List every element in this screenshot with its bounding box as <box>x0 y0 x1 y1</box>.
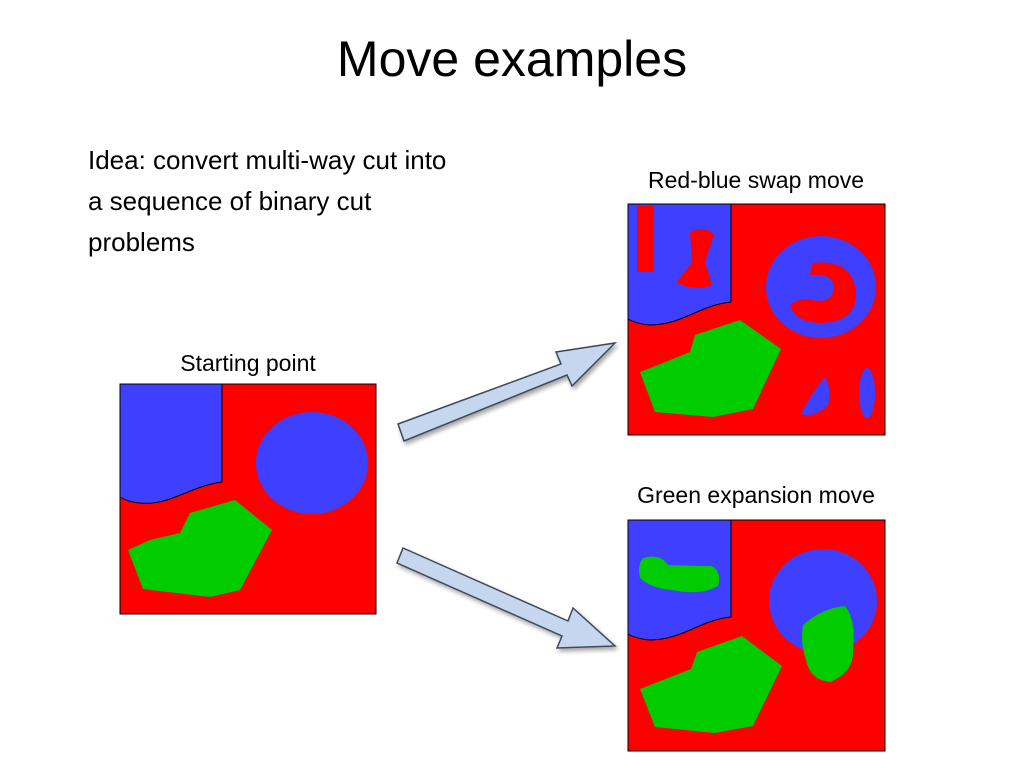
swap-red-blob <box>676 228 714 288</box>
green-expansion-image <box>627 519 886 752</box>
expansion-green-region <box>640 636 782 733</box>
arrow-to-swap-icon <box>397 341 618 442</box>
starting-point-caption: Starting point <box>180 350 316 376</box>
arrow-to-expansion-icon <box>396 546 617 649</box>
swap-green-region <box>640 320 781 417</box>
red-blue-swap-caption: Red-blue swap move <box>647 167 865 193</box>
start-green-region <box>128 500 272 597</box>
swap-red-bar <box>637 206 654 272</box>
red-blue-swap-image <box>627 203 886 436</box>
slide-title: Move examples <box>336 31 688 87</box>
expansion-green-patch <box>802 606 854 682</box>
starting-point-image <box>119 383 377 615</box>
start-blue-corner-region <box>119 383 223 504</box>
idea-text: Idea: convert multi-way cut into a seque… <box>88 145 447 257</box>
swap-blue-small-blob <box>801 377 830 415</box>
green-expansion-caption: Green expansion move <box>637 482 875 508</box>
swap-blue-small-oval <box>859 368 875 418</box>
expansion-green-blob <box>639 556 720 593</box>
start-blue-circle <box>256 412 368 514</box>
swap-red-spiral <box>790 262 857 323</box>
